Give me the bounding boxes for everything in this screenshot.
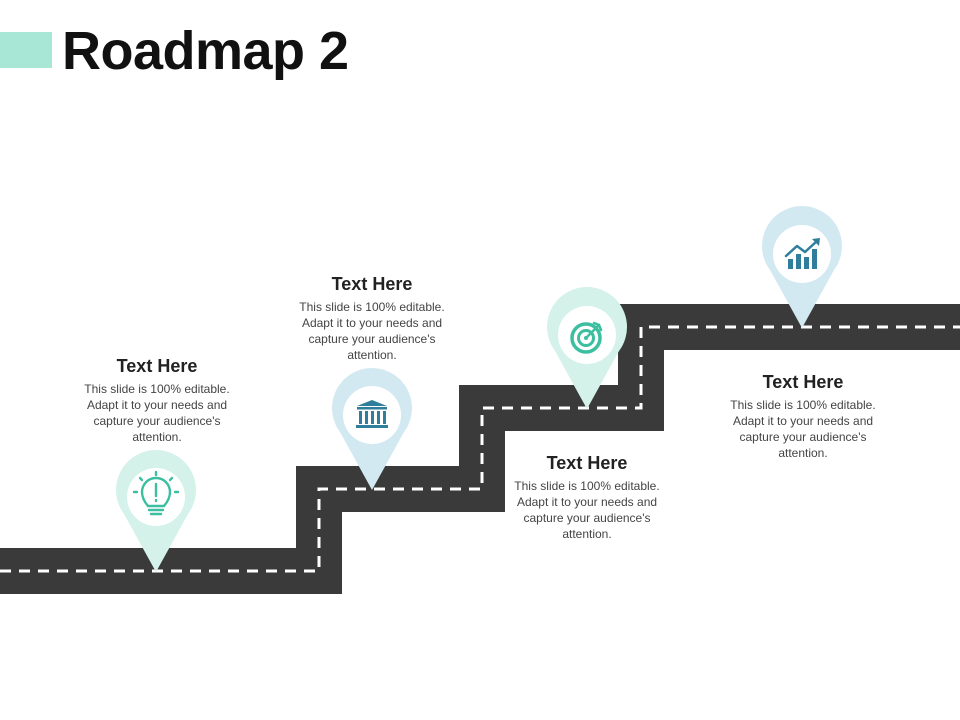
map-pin-3 (547, 287, 627, 409)
milestone-1-text: Text Here This slide is 100% editable. A… (77, 355, 237, 445)
bank-icon (356, 400, 388, 428)
page-title: Roadmap 2 (62, 21, 349, 81)
milestone-3-text: Text Here This slide is 100% editable. A… (507, 452, 667, 542)
milestone-1-heading: Text Here (116, 356, 198, 376)
milestone-4-heading: Text Here (762, 372, 844, 392)
map-pin-1 (116, 449, 196, 572)
map-pin-4 (761, 206, 842, 328)
milestone-4-body: This slide is 100% editable. Adapt it to… (730, 398, 876, 460)
milestone-3-body: This slide is 100% editable. Adapt it to… (514, 479, 660, 541)
lightbulb-icon (132, 470, 180, 516)
milestone-2-text: Text Here This slide is 100% editable. A… (292, 273, 452, 363)
road-lane-marking (0, 325, 960, 573)
milestone-3-heading: Text Here (546, 453, 628, 473)
milestone-1-body: This slide is 100% editable. Adapt it to… (84, 382, 230, 444)
milestone-2-body: This slide is 100% editable. Adapt it to… (299, 300, 445, 362)
growth-chart-icon (784, 238, 820, 269)
target-icon (570, 321, 603, 354)
map-pin-2 (332, 368, 412, 490)
title-accent-bar (0, 32, 52, 68)
milestone-2-heading: Text Here (331, 274, 413, 294)
milestone-4-text: Text Here This slide is 100% editable. A… (723, 371, 883, 461)
